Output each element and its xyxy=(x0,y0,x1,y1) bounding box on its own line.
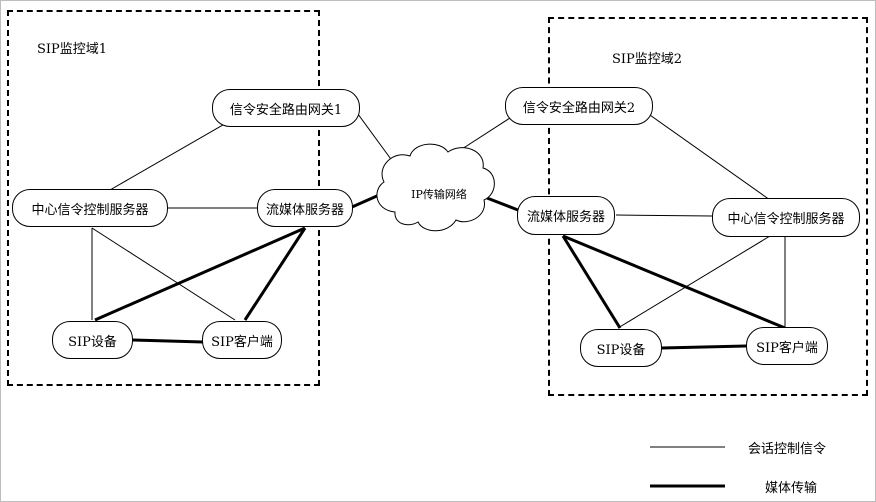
sip-client-node-1: SIP客户端 xyxy=(202,321,282,359)
media-server-node-1: 流媒体服务器 xyxy=(257,189,353,227)
media-server-node-2: 流媒体服务器 xyxy=(517,196,615,235)
sip-device-node-1: SIP设备 xyxy=(52,321,133,359)
media-media2-client2 xyxy=(562,234,786,330)
sip-device-node-2: SIP设备 xyxy=(580,329,662,367)
link-media2-center2 xyxy=(615,214,713,217)
link-gateway2-center2 xyxy=(639,107,771,201)
center-server-node-1: 中心信令控制服务器 xyxy=(12,189,168,227)
sip-domain-2-label: SIP监控域2 xyxy=(612,52,683,67)
legend-media-transport-label: 媒体传输 xyxy=(765,481,818,496)
ip-network-cloud-icon xyxy=(376,143,495,232)
media-device2-client2 xyxy=(661,344,747,350)
media-cloud-media2 xyxy=(486,196,519,212)
link-center2-device2 xyxy=(617,235,771,329)
link-gateway1-center1 xyxy=(109,117,236,191)
center-server-node-2: 中心信令控制服务器 xyxy=(712,198,860,237)
legend-session-signaling-label: 会话控制信令 xyxy=(748,442,827,457)
ip-network-label: IP传输网络 xyxy=(411,188,467,201)
gateway-node-1: 信令安全路由网关1 xyxy=(212,89,360,127)
media-media2-device2 xyxy=(561,235,622,329)
sip-domain-1-label: SIP监控域1 xyxy=(37,42,108,57)
media-device1-client1 xyxy=(132,338,204,344)
link-gateway1-cloud xyxy=(354,109,394,163)
media-media1-device1 xyxy=(94,226,306,322)
media-media1-client1 xyxy=(243,227,307,321)
gateway-node-2: 信令安全路由网关2 xyxy=(505,87,653,125)
link-center1-client1 xyxy=(91,227,236,321)
sip-client-node-2: SIP客户端 xyxy=(746,327,828,365)
